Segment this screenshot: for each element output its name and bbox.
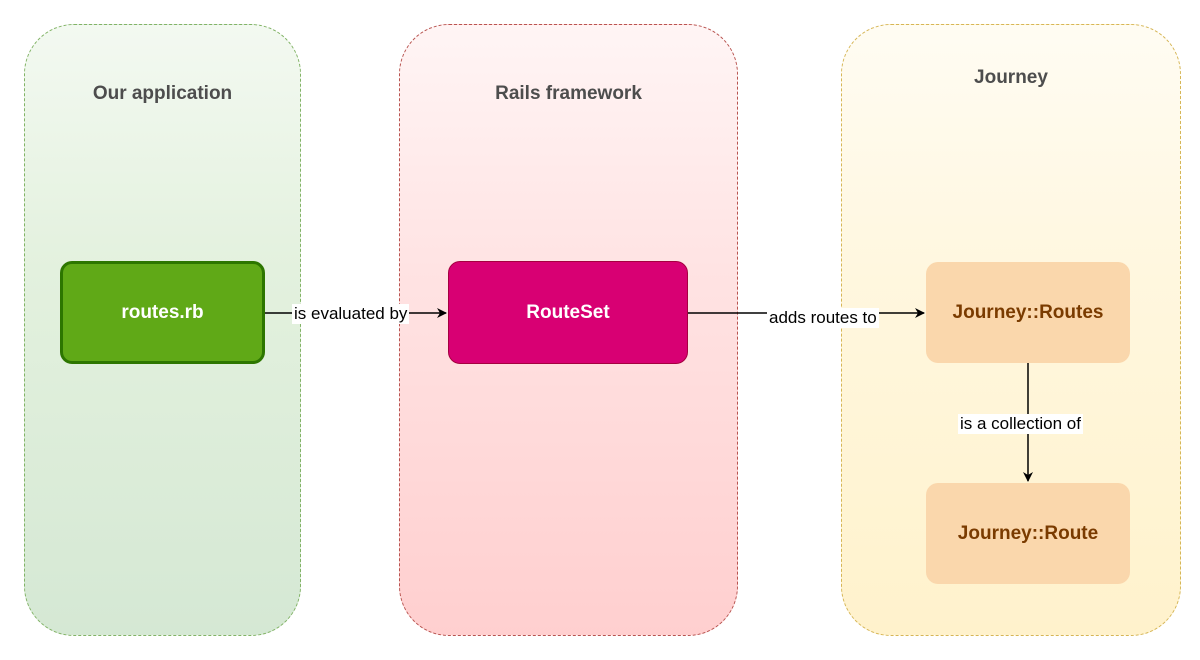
node-journey-routes[interactable]: Journey::Routes: [926, 262, 1130, 363]
node-routeset-label: RouteSet: [526, 301, 610, 323]
lane-title-our-application: Our application: [92, 83, 233, 104]
node-routes-rb[interactable]: routes.rb: [60, 261, 265, 364]
node-journey-route[interactable]: Journey::Route: [926, 483, 1130, 584]
node-journey-route-label: Journey::Route: [957, 522, 1099, 544]
lane-title-rails-framework: Rails framework: [495, 83, 642, 104]
node-journey-routes-label: Journey::Routes: [952, 301, 1104, 323]
lane-title-journey: Journey: [974, 67, 1048, 88]
edge-label-is-a-collection-of: is a collection of: [958, 414, 1083, 434]
edge-label-is-evaluated-by: is evaluated by: [292, 304, 410, 324]
edge-label-adds-routes-to: adds routes to: [767, 308, 879, 328]
node-routeset[interactable]: RouteSet: [448, 261, 688, 364]
node-routes-rb-label: routes.rb: [121, 301, 204, 323]
